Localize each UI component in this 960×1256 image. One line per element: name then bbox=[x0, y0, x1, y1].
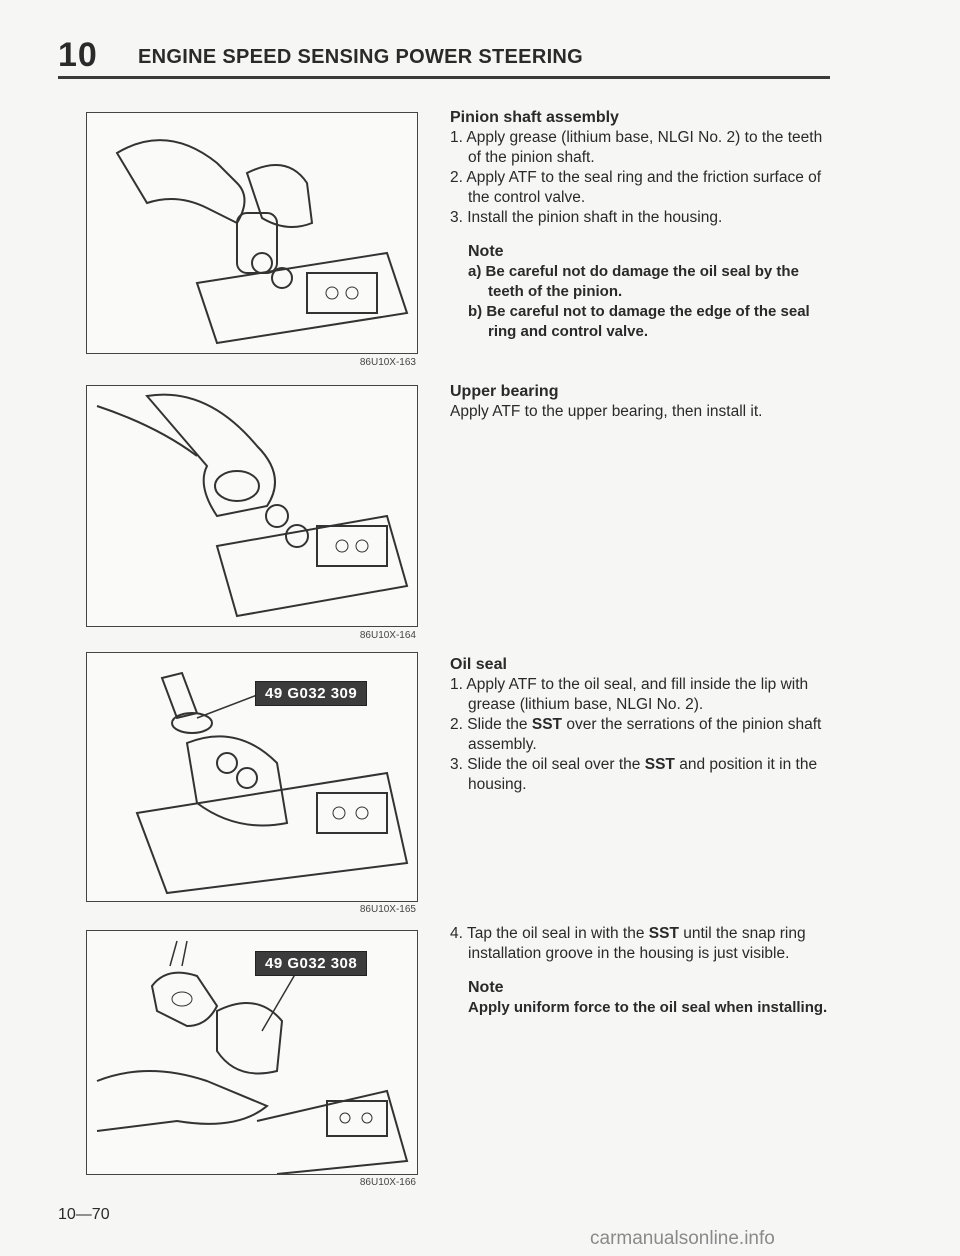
sst-term: SST bbox=[644, 756, 675, 773]
step-1: 1. Apply grease (lithium base, NLGI No. … bbox=[450, 129, 823, 166]
sst-label: 49 G032 309 bbox=[255, 681, 368, 706]
sst-term: SST bbox=[531, 716, 563, 733]
section-heading: Upper bearing bbox=[450, 383, 559, 400]
chapter-number: 10 bbox=[58, 36, 98, 74]
figure-tap-seal: 49 G032 308 bbox=[86, 930, 418, 1175]
note-a: a) Be careful not do damage the oil seal… bbox=[468, 263, 799, 300]
figure-upper-bearing bbox=[86, 385, 418, 627]
step-2: 2. Apply ATF to the seal ring and the fr… bbox=[450, 169, 822, 206]
watermark: carmanualsonline.info bbox=[590, 1228, 775, 1249]
step-3: 3. Install the pinion shaft in the housi… bbox=[450, 209, 723, 226]
page-number: 10—70 bbox=[58, 1206, 110, 1223]
figure-oil-seal: 49 G032 309 bbox=[86, 652, 418, 902]
upper-bearing-illustration bbox=[96, 393, 409, 618]
sst-term: SST bbox=[648, 925, 679, 942]
step-3: 3. Slide the oil seal over the SST and p… bbox=[450, 756, 818, 793]
section-pinion-shaft: Pinion shaft assembly 1. Apply grease (l… bbox=[450, 108, 835, 342]
figure-pinion-install bbox=[86, 112, 418, 354]
chapter-title: ENGINE SPEED SENSING POWER STEERING bbox=[138, 46, 584, 68]
pinion-install-illustration bbox=[115, 139, 409, 345]
section-tap-seal: 4. Tap the oil seal in with the SST unti… bbox=[450, 924, 835, 1018]
note-text: Apply uniform force to the oil seal when… bbox=[468, 999, 828, 1016]
section-text: Apply ATF to the upper bearing, then ins… bbox=[450, 403, 763, 420]
page-header: 10 ENGINE SPEED SENSING POWER STEERING bbox=[58, 36, 830, 78]
section-oil-seal: Oil seal 1. Apply ATF to the oil seal, a… bbox=[450, 655, 835, 795]
oil-seal-illustration bbox=[135, 671, 409, 895]
step-2: 2. Slide the SST over the serrations of … bbox=[450, 716, 822, 753]
sst-label: 49 G032 308 bbox=[255, 951, 368, 976]
note-b: b) Be careful not to damage the edge of … bbox=[468, 303, 810, 340]
figure-code: 86U10X-166 bbox=[359, 1177, 416, 1188]
figure-code: 86U10X-163 bbox=[359, 357, 416, 368]
step-4: 4. Tap the oil seal in with the SST unti… bbox=[450, 925, 806, 962]
figure-code: 86U10X-165 bbox=[359, 904, 416, 915]
section-upper-bearing: Upper bearing Apply ATF to the upper bea… bbox=[450, 382, 835, 422]
figure-code: 86U10X-164 bbox=[359, 630, 416, 641]
note-heading: Note bbox=[468, 243, 504, 260]
header-rule bbox=[58, 76, 830, 79]
note-heading: Note bbox=[468, 979, 504, 996]
section-heading: Oil seal bbox=[450, 656, 507, 673]
section-heading: Pinion shaft assembly bbox=[450, 109, 619, 126]
step-1: 1. Apply ATF to the oil seal, and fill i… bbox=[450, 676, 809, 713]
tap-seal-illustration bbox=[96, 940, 409, 1174]
